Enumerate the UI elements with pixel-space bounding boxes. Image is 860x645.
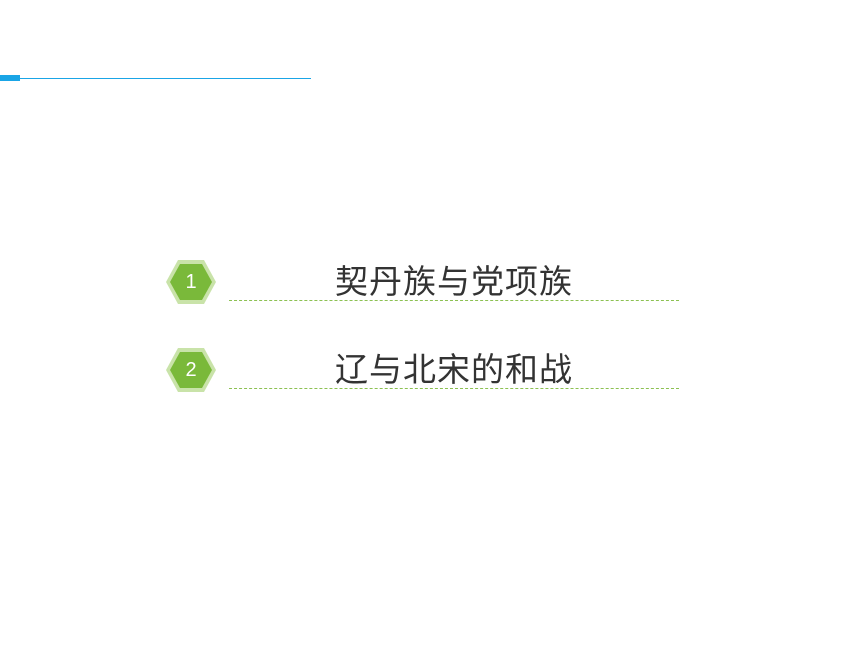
item-number: 1 [185, 271, 197, 293]
toc-item-1[interactable]: 1 契丹族与党项族 [165, 259, 680, 347]
header-accent-bar [0, 75, 20, 81]
item-title: 契丹族与党项族 [335, 262, 573, 301]
table-of-contents: 1 契丹族与党项族 2 辽与北宋的和战 [165, 259, 680, 435]
hexagon-number-badge: 2 [165, 347, 217, 393]
dashed-underline [229, 388, 679, 389]
hexagon-number-badge: 1 [165, 259, 217, 305]
toc-item-2[interactable]: 2 辽与北宋的和战 [165, 347, 680, 435]
item-number: 2 [185, 359, 197, 381]
header-rule [20, 78, 311, 79]
dashed-underline [229, 300, 679, 301]
item-title: 辽与北宋的和战 [335, 350, 573, 389]
